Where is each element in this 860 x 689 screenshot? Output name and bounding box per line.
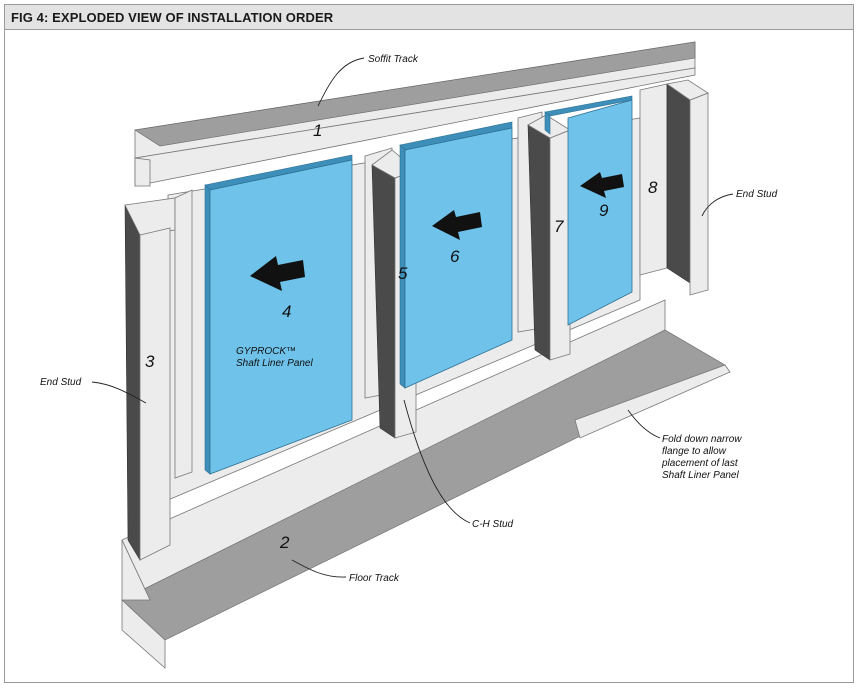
fold-note-line4: Shaft Liner Panel: [662, 470, 739, 481]
end-stud-left-label: End Stud: [40, 377, 82, 388]
end-stud-left: [124, 189, 193, 562]
shaft-liner-panel-4: [204, 154, 353, 475]
shaft-liner-panel-6: [399, 121, 513, 389]
floor-track-label: Floor Track: [349, 573, 400, 584]
fold-note-line1: Fold down narrow: [662, 434, 742, 445]
title-bar: FIG 4: EXPLODED VIEW OF INSTALLATION ORD…: [5, 5, 853, 30]
end-stud-right: [639, 79, 709, 296]
step-number-1: 1: [313, 121, 322, 140]
shaft-liner-panel-9: [544, 95, 633, 326]
panel-type-label: Shaft Liner Panel: [236, 358, 313, 369]
step-number-3: 3: [145, 352, 155, 371]
leader-lines: [91, 57, 734, 578]
step-number-7: 7: [554, 217, 564, 236]
step-number-8: 8: [648, 178, 658, 197]
step-number-6: 6: [450, 247, 460, 266]
step-number-4: 4: [282, 302, 291, 321]
soffit-track-label: Soffit Track: [368, 54, 419, 65]
step-number-5: 5: [398, 264, 408, 283]
fold-note-line2: flange to allow: [662, 446, 727, 457]
arrow-left-icon: [250, 256, 305, 291]
ch-stud-label: C-H Stud: [472, 519, 514, 530]
arrow-left-icon: [432, 210, 482, 240]
floor-track: [121, 299, 731, 669]
soffit-track: [134, 41, 696, 187]
end-stud-right-label: End Stud: [736, 189, 778, 200]
ch-stud-7: [517, 111, 571, 361]
arrow-left-icon: [580, 172, 624, 198]
step-number-9: 9: [599, 201, 609, 220]
panel-brand-label: GYPROCK™: [236, 346, 296, 357]
figure-title: FIG 4: EXPLODED VIEW OF INSTALLATION ORD…: [11, 10, 334, 25]
step-number-2: 2: [279, 533, 290, 552]
fold-note-line3: placement of last: [661, 458, 739, 469]
